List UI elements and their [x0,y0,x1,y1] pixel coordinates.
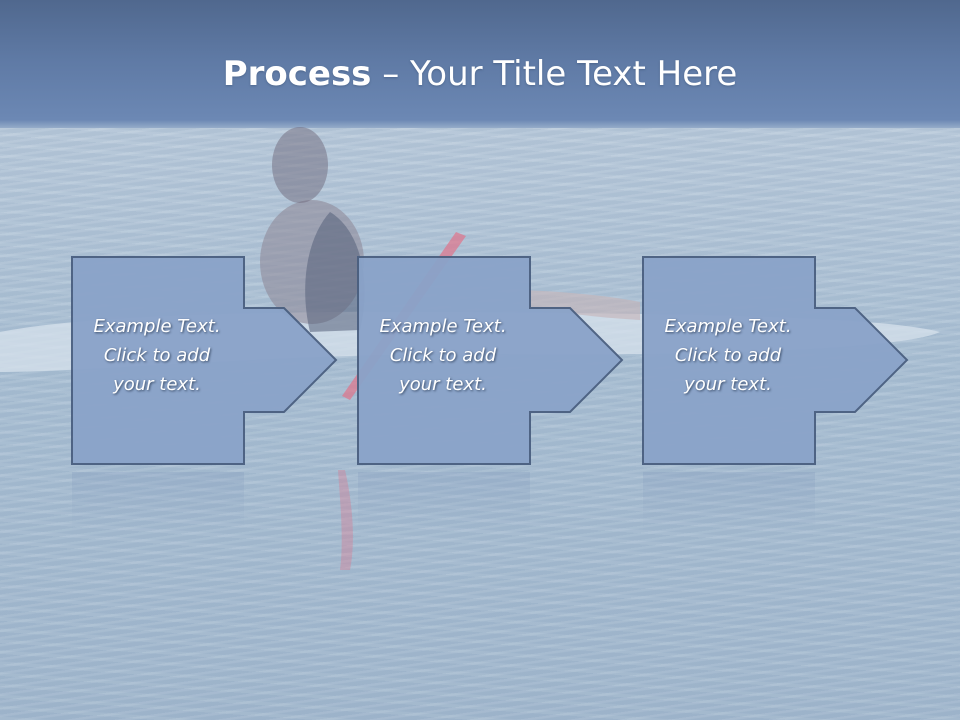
step-line-1: Example Text. [379,316,507,337]
step-line-2: Click to add [103,345,211,366]
title-bold: Process [222,54,372,94]
page-title[interactable]: Process – Your Title Text Here [0,52,960,96]
step-arrow-shape [642,256,909,465]
step-line-3: your text. [399,374,487,395]
step-line-3: your text. [684,374,772,395]
person-legs [520,290,640,320]
paddle-reflection [338,470,353,570]
step-line-1: Example Text. [93,316,221,337]
step-line-3: your text. [113,374,201,395]
process-step-3[interactable]: Example Text. Click to add your text. [642,256,909,468]
process-step-2[interactable]: Example Text. Click to add your text. [357,256,624,468]
step-text[interactable]: Example Text. Click to add your text. [357,312,529,399]
step-1-reflection [72,472,244,532]
step-line-1: Example Text. [664,316,792,337]
step-line-2: Click to add [389,345,497,366]
step-text[interactable]: Example Text. Click to add your text. [71,312,243,399]
step-arrow-shape [357,256,624,465]
step-arrow-shape [71,256,338,465]
step-2-reflection [358,472,530,532]
step-text[interactable]: Example Text. Click to add your text. [642,312,814,399]
process-step-1[interactable]: Example Text. Click to add your text. [71,256,338,468]
swimsuit [305,212,365,332]
person-head [272,127,328,203]
step-line-2: Click to add [674,345,782,366]
title-rest: – Your Title Text Here [371,54,738,94]
step-3-reflection [643,472,815,532]
